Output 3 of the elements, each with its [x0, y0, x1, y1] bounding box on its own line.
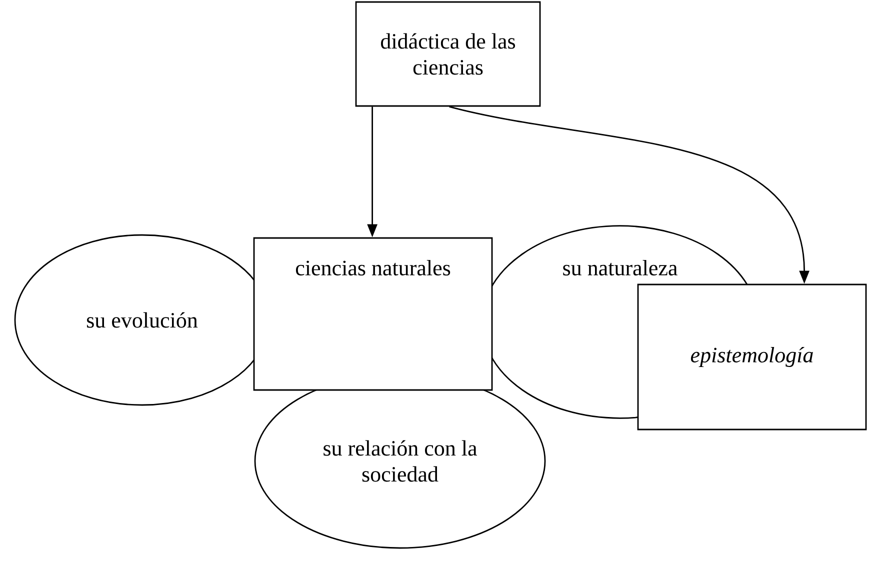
concept-box: ciencias naturales	[253, 237, 493, 391]
concept-box: epistemología	[637, 284, 867, 430]
concept-box: didáctica de las ciencias	[355, 1, 541, 107]
